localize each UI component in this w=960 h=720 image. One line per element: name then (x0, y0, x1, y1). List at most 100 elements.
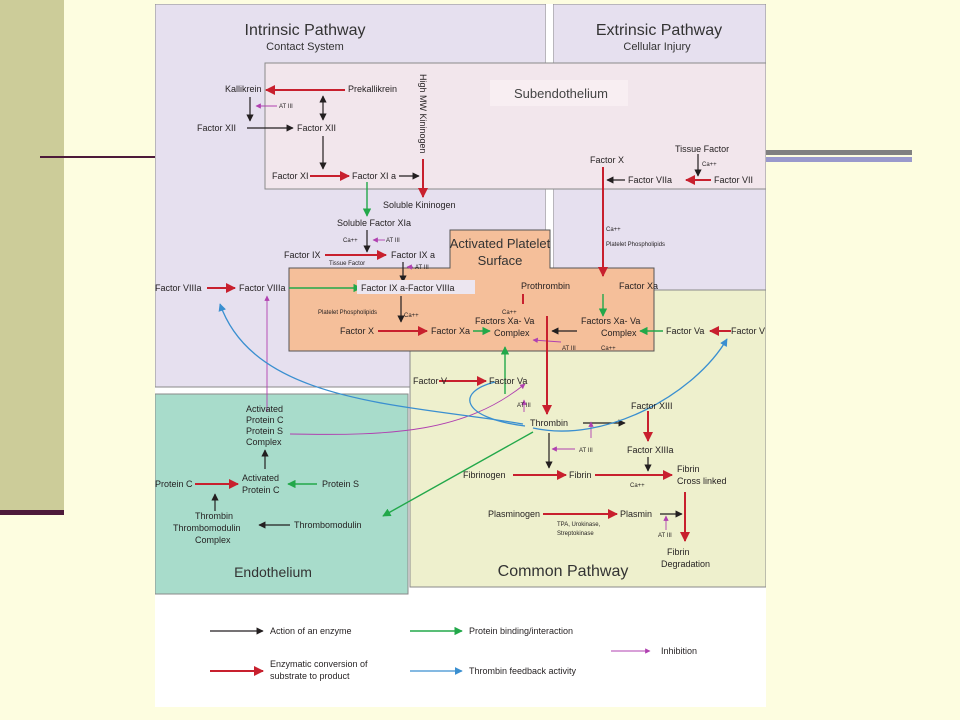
node-factor-va-right: Factor Va (666, 326, 704, 336)
node-hmw-kininogen: High MW Kininogen (418, 74, 428, 154)
node-ttc-2: Thrombomodulin (173, 523, 241, 533)
node-plasmin: Plasmin (620, 509, 652, 519)
arrow-apc-inhibits-va (289, 383, 526, 435)
node-xa-va-complex-left-2: Complex (494, 328, 530, 338)
label-at3-kallikrein: AT III (279, 104, 293, 110)
node-fibrin-degradation-1: Fibrin (667, 547, 690, 557)
node-factor-xii: Factor XII (197, 123, 236, 133)
node-apc-complex-1: Activated (246, 404, 283, 414)
label-ca-complex-right: Ca++ (601, 346, 616, 352)
node-factor-xia: Factor XI a (352, 171, 396, 181)
legend-conversion-label-1: Enzymatic conversion of (270, 659, 368, 669)
node-xa-va-complex-right-2: Complex (601, 328, 637, 338)
coagulation-cascade-diagram: Intrinsic Pathway Contact System Extrins… (155, 4, 766, 707)
label-ca-platelet: Ca++ (404, 313, 419, 319)
node-protein-s: Protein S (322, 479, 359, 489)
node-kallikrein: Kallikrein (225, 84, 262, 94)
label-ca-extrinsic-x: Ca++ (606, 227, 621, 233)
extrinsic-title: Extrinsic Pathway (596, 22, 722, 39)
node-factor-viia: Factor VIIa (628, 175, 672, 185)
subendothelium-label: Subendothelium (514, 86, 608, 101)
legend-feedback-label: Thrombin feedback activity (469, 666, 577, 676)
node-factor-ixa: Factor IX a (391, 250, 435, 260)
node-fibrinogen: Fibrinogen (463, 470, 506, 480)
feedback-thrombin-to-viiia (218, 303, 524, 425)
node-fibrin: Fibrin (569, 470, 592, 480)
node-ttc-1: Thrombin (195, 511, 233, 521)
label-tpa-1: TPA, Urokinase, (557, 522, 601, 528)
region-gap (546, 4, 553, 387)
node-factor-xii-b: Factor XII (297, 123, 336, 133)
coagulation-svg: Intrinsic Pathway Contact System Extrins… (155, 4, 766, 707)
node-protein-c: Protein C (155, 479, 193, 489)
arrow-thrombin-to-thrombomodulin (382, 431, 534, 517)
slide-side-bar-edge (0, 510, 64, 515)
node-soluble-kininogen: Soluble Kininogen (383, 200, 456, 210)
node-thrombin: Thrombin (530, 418, 568, 428)
label-ca-extrinsic: Ca++ (702, 162, 717, 168)
node-factor-x-extrinsic: Factor X (590, 155, 624, 165)
legend: Action of an enzyme Protein binding/inte… (210, 626, 697, 681)
node-factor-viiia: Factor VIIIa (239, 283, 286, 293)
label-ca-complex-left: Ca++ (502, 310, 517, 316)
node-xa-va-complex-right-1: Factors Xa- Va (581, 316, 640, 326)
node-prothrombin: Prothrombin (521, 281, 570, 291)
slide-rule-right-gray (766, 150, 912, 155)
common-pathway-title: Common Pathway (498, 563, 629, 580)
slide-rule-right-lilac (766, 157, 912, 162)
node-factor-v-right: Factor V (731, 326, 765, 336)
node-thrombomodulin: Thrombomodulin (294, 520, 362, 530)
intrinsic-title: Intrinsic Pathway (245, 22, 366, 39)
node-apc-complex-3: Protein S (246, 426, 283, 436)
node-factor-viiia-left: Factor VIIIa (155, 283, 202, 293)
node-fibrin-cross-linked-2: Cross linked (677, 476, 727, 486)
platelet-title-line1: Activated Platelet (450, 236, 551, 251)
label-at3-plasmin: AT III (658, 533, 672, 539)
node-ttc-3: Complex (195, 535, 231, 545)
node-activated-protein-c-1: Activated (242, 473, 279, 483)
feedback-thrombin-loop (469, 381, 526, 427)
node-fibrin-cross-linked-1: Fibrin (677, 464, 700, 474)
node-factor-xiii: Factor XIII (631, 401, 673, 411)
subendothelium-label-bg (490, 80, 628, 106)
node-activated-protein-c-2: Protein C (242, 485, 280, 495)
extrinsic-subtitle: Cellular Injury (623, 41, 691, 53)
label-tissue-factor-small: Tissue Factor (329, 261, 365, 267)
node-factor-x-platelet: Factor X (340, 326, 374, 336)
endothelium-title: Endothelium (234, 564, 312, 580)
label-at3-thrombin: AT III (579, 448, 593, 454)
label-at3-va: AT III (517, 403, 531, 409)
node-fibrin-degradation-2: Degradation (661, 559, 710, 569)
node-apc-complex-4: Complex (246, 437, 282, 447)
node-tissue-factor: Tissue Factor (675, 144, 729, 154)
feedback-thrombin-to-v (532, 338, 728, 432)
label-platelet-phospholipids-1: Platelet Phospholipids (318, 310, 377, 316)
platelet-title-line2: Surface (478, 253, 523, 268)
node-factor-ix: Factor IX (284, 250, 321, 260)
node-ixa-viiia-complex: Factor IX a-Factor VIIIa (361, 283, 455, 293)
node-factor-xa-extrinsic: Factor Xa (619, 281, 658, 291)
node-factor-xa-platelet: Factor Xa (431, 326, 470, 336)
node-factor-xi: Factor XI (272, 171, 309, 181)
node-soluble-factor-xia: Soluble Factor XIa (337, 218, 411, 228)
node-factor-va-left: Factor Va (489, 376, 527, 386)
ixa-viiia-label-bg (357, 280, 475, 294)
legend-conversion-label-2: substrate to product (270, 671, 350, 681)
slide-side-bar (0, 0, 64, 510)
legend-inhibition-label: Inhibition (661, 646, 697, 656)
label-ca-soluble: Ca++ (343, 238, 358, 244)
legend-binding-label: Protein binding/interaction (469, 626, 573, 636)
node-factor-vii: Factor VII (714, 175, 753, 185)
node-apc-complex-2: Protein C (246, 415, 284, 425)
node-factor-v-left: Factor V (413, 376, 447, 386)
label-at3-soluble: AT III (386, 238, 400, 244)
label-at3-complex: AT III (562, 346, 576, 352)
node-prekallikrein: Prekallikrein (348, 84, 397, 94)
node-xa-va-complex-left-1: Factors Xa- Va (475, 316, 534, 326)
label-platelet-phospholipids-2: Platelet Phospholipids (606, 242, 665, 248)
label-at3-ixa: AT III (415, 265, 429, 271)
legend-enzyme-label: Action of an enzyme (270, 626, 352, 636)
label-ca-fibrin: Ca++ (630, 483, 645, 489)
intrinsic-subtitle: Contact System (266, 41, 344, 53)
node-plasminogen: Plasminogen (488, 509, 540, 519)
